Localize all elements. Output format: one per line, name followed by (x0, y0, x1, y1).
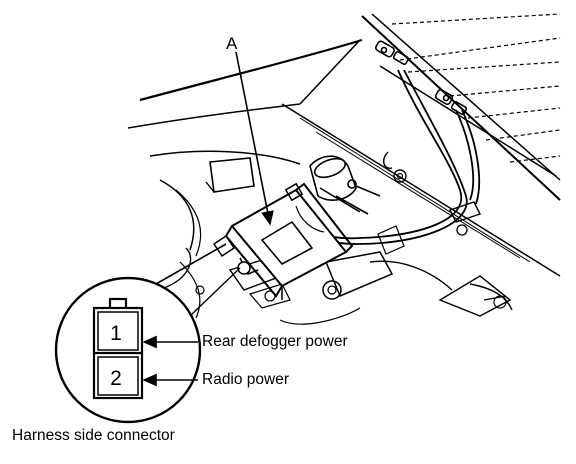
radio-noise-filter-module (212, 182, 354, 300)
pin-2-label: Radio power (202, 371, 290, 388)
component-label-a: A (226, 34, 238, 53)
connector-pin-2-number: 2 (110, 367, 122, 390)
pin-leaders (142, 335, 198, 387)
label-a-leader (235, 51, 274, 226)
dashed-reference-lines (391, 13, 561, 163)
body-panels (127, 13, 561, 325)
connector-title: Harness side connector (12, 427, 175, 444)
rear-cylinder-part (309, 155, 381, 215)
harness-connector (92, 297, 144, 400)
pin-1-label: Rear defogger power (202, 333, 348, 350)
connector-pin-1-number: 1 (110, 322, 122, 345)
